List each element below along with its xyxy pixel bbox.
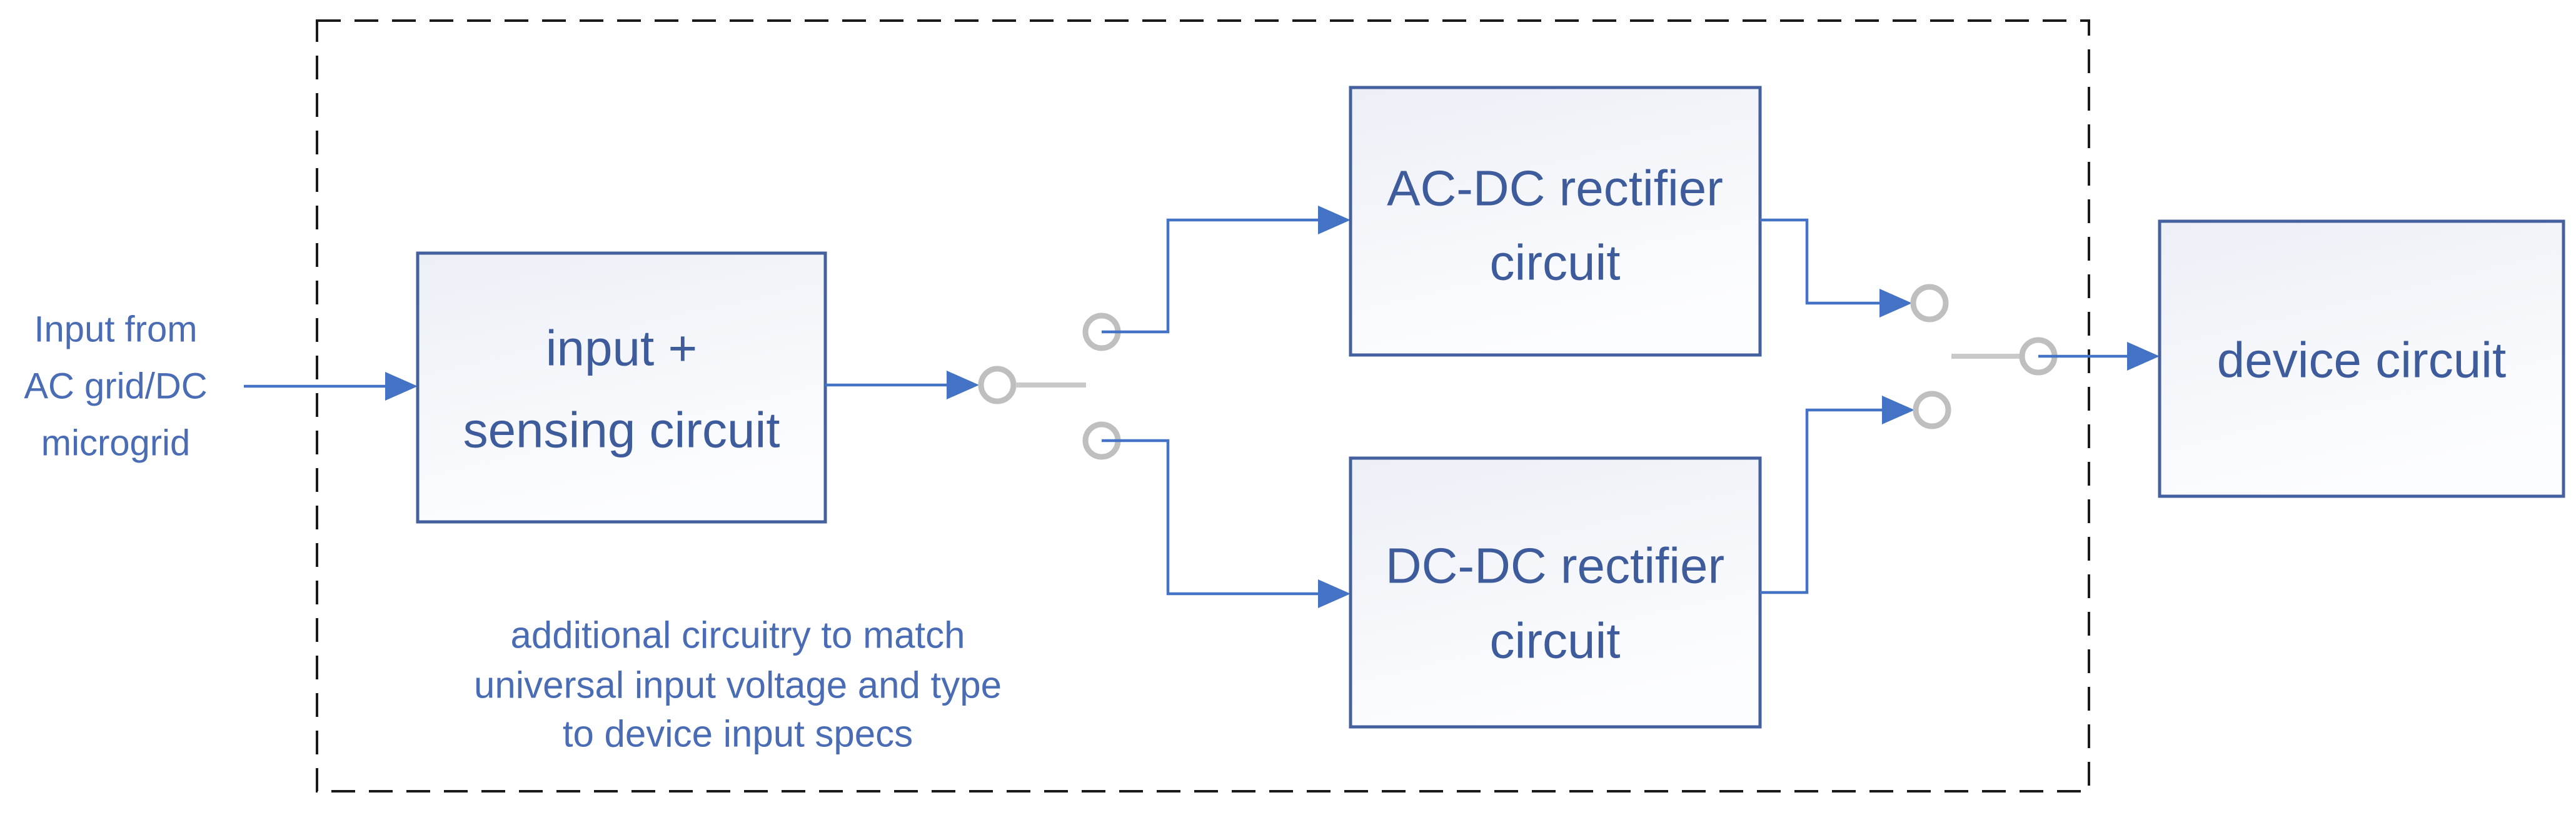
additional-circuitry-enclosure [316, 19, 2090, 792]
ac-dc-rectifier-box: AC-DC rectifier circuit [1349, 86, 1762, 357]
output-to-device-connector [2038, 342, 2160, 371]
source-to-input-connector [244, 372, 418, 401]
output-switch-feed-bottom-circle [1913, 391, 1951, 429]
dcdc-to-output-switch-arrowhead-icon [1882, 396, 1914, 424]
dc-dc-rectifier-box-label-line1: DC-DC rectifier [1386, 538, 1724, 594]
enclosure-note: additional circuitry to match universal … [474, 614, 1002, 755]
dc-dc-rectifier-box: DC-DC rectifier circuit [1349, 456, 1762, 729]
input-box-to-switch-connector [825, 371, 979, 399]
ac-dc-rectifier-box-label-line2: circuit [1490, 235, 1621, 291]
input-sensing-box-shape [416, 251, 827, 524]
switch-to-dcdc-line [1102, 439, 1318, 596]
input-source-label-line1: Input from [34, 309, 197, 350]
enclosure-note-line1: additional circuitry to match [511, 614, 965, 656]
device-circuit-box: device circuit [2158, 219, 2565, 498]
device-circuit-box-label: device circuit [2217, 332, 2506, 388]
switch-to-acdc-arrowhead-icon [1318, 206, 1351, 234]
device-circuit-box-shape [2158, 219, 2565, 498]
input-source-label-line2: AC grid/DC [24, 366, 207, 407]
dcdc-to-output-switch-connector [1760, 396, 1914, 594]
output-to-device-arrowhead-icon [2127, 342, 2160, 371]
ac-dc-rectifier-box-label-line1: AC-DC rectifier [1387, 161, 1723, 216]
input-sensing-box: input + sensing circuit [416, 251, 827, 524]
output-selector-switch [1910, 284, 2058, 429]
input-sensing-box-label-line1: input + [546, 321, 697, 376]
enclosure-note-line3: to device input specs [563, 713, 913, 755]
source-to-input-arrowhead-icon [385, 372, 418, 401]
switch-to-dcdc-connector [1102, 439, 1351, 608]
dcdc-to-output-switch-line [1760, 408, 1882, 594]
switch-to-acdc-connector [1102, 206, 1351, 334]
input-box-to-switch-arrowhead-icon [947, 371, 979, 399]
dc-dc-rectifier-box-label-line2: circuit [1490, 613, 1621, 669]
switch-to-acdc-line [1102, 218, 1318, 334]
enclosure-note-line2: universal input voltage and type [474, 664, 1002, 706]
input-sensing-box-label-line2: sensing circuit [463, 402, 780, 458]
acdc-to-output-switch-line [1760, 218, 1879, 305]
acdc-to-output-switch-arrowhead-icon [1879, 289, 1912, 318]
input-selector-switch [978, 312, 1121, 460]
input-switch-pole-circle [978, 366, 1017, 404]
output-switch-feed-top-circle [1910, 284, 1949, 322]
input-source-label-line3: microgrid [41, 423, 191, 464]
switch-to-dcdc-arrowhead-icon [1318, 579, 1351, 608]
acdc-to-output-switch-connector [1760, 218, 1912, 318]
input-source-label: Input from AC grid/DC microgrid [24, 309, 207, 464]
ac-dc-rectifier-box-shape [1349, 86, 1762, 357]
